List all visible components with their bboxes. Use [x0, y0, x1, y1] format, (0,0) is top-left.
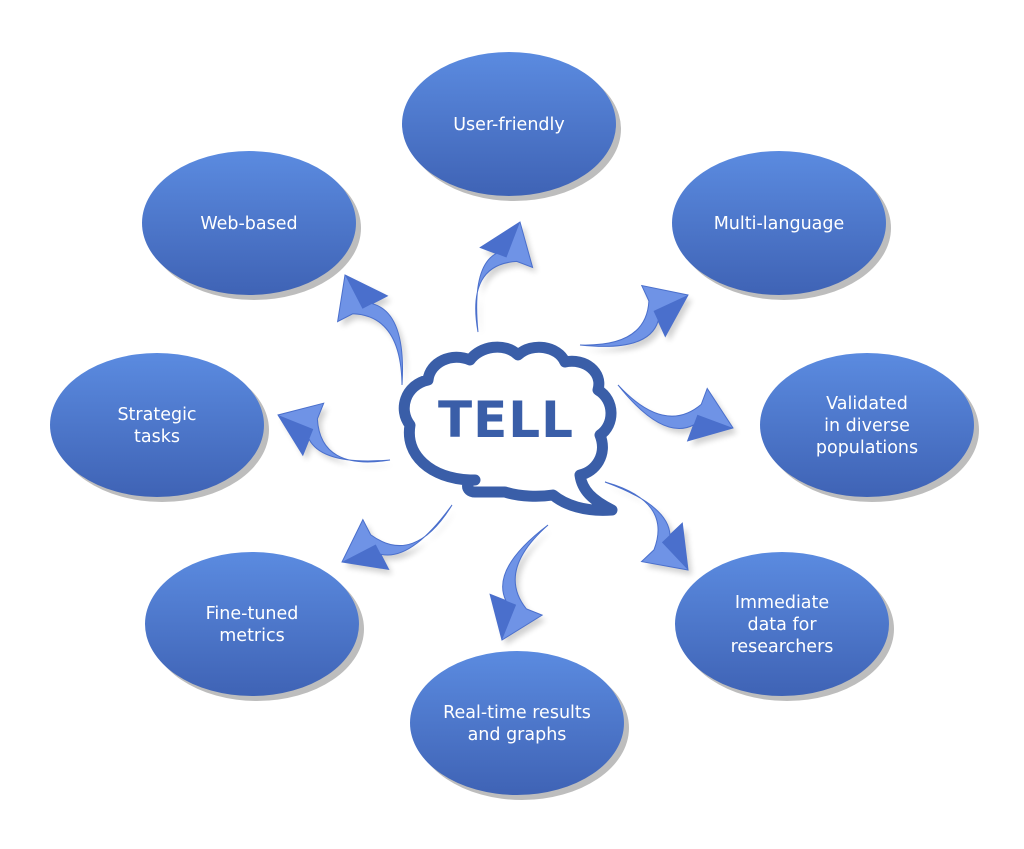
node-label: populations	[816, 438, 918, 458]
node-ellipse	[672, 151, 886, 295]
node-ellipse	[142, 151, 356, 295]
arrow-to-strategic	[277, 402, 394, 467]
center-title: TELL	[438, 391, 574, 449]
node-label: data for	[747, 615, 817, 635]
node-label: Fine-tuned	[206, 604, 299, 624]
node-label: in diverse	[824, 416, 910, 436]
arrow-head-shade	[278, 415, 314, 456]
node-ellipse	[402, 52, 616, 196]
node-label: researchers	[731, 637, 834, 657]
node-web-based: Web-based	[142, 151, 361, 300]
arrow-head-shade	[345, 275, 388, 309]
node-ellipse	[145, 552, 359, 696]
node-label: and graphs	[468, 725, 567, 745]
arrow-to-user-friendly	[475, 221, 537, 337]
node-label: Web-based	[200, 214, 297, 234]
arrows-group	[277, 221, 737, 645]
arrow-head-shade	[480, 222, 520, 258]
node-label: Validated	[826, 394, 908, 414]
arrow-to-fine-tuned	[341, 504, 456, 575]
node-ellipse	[50, 353, 264, 497]
node-user-friendly: User-friendly	[402, 52, 621, 201]
node-label: Real-time results	[443, 703, 591, 723]
node-label: Strategic	[117, 405, 196, 425]
arrow-to-real-time	[489, 524, 552, 645]
arrow-to-web-based	[336, 274, 407, 390]
arrow-head-shade	[342, 544, 389, 570]
node-label: tasks	[134, 427, 180, 447]
node-label: Immediate	[735, 593, 829, 613]
curved-arrow-icon	[604, 481, 689, 571]
center-logo: TELL	[398, 341, 618, 516]
curved-arrow-icon	[277, 402, 391, 463]
arrow-head-shade	[661, 523, 688, 570]
curved-arrow-icon	[579, 284, 689, 347]
node-ellipse	[675, 552, 889, 696]
arrow-head-shade	[687, 414, 733, 441]
arrow-head-shade	[490, 594, 517, 640]
node-label: metrics	[219, 626, 284, 646]
arrow-head-shade	[653, 295, 688, 337]
node-ellipse	[760, 353, 974, 497]
arrow-to-validated	[617, 384, 737, 446]
node-ellipse	[410, 651, 624, 795]
node-multi-language: Multi-language	[672, 151, 891, 300]
arrow-to-multi-language	[579, 284, 692, 352]
brain-speech-bubble-icon	[398, 341, 618, 516]
arrow-to-immediate-data	[604, 481, 692, 575]
node-label: Multi-language	[714, 214, 845, 234]
node-label: User-friendly	[453, 115, 565, 135]
